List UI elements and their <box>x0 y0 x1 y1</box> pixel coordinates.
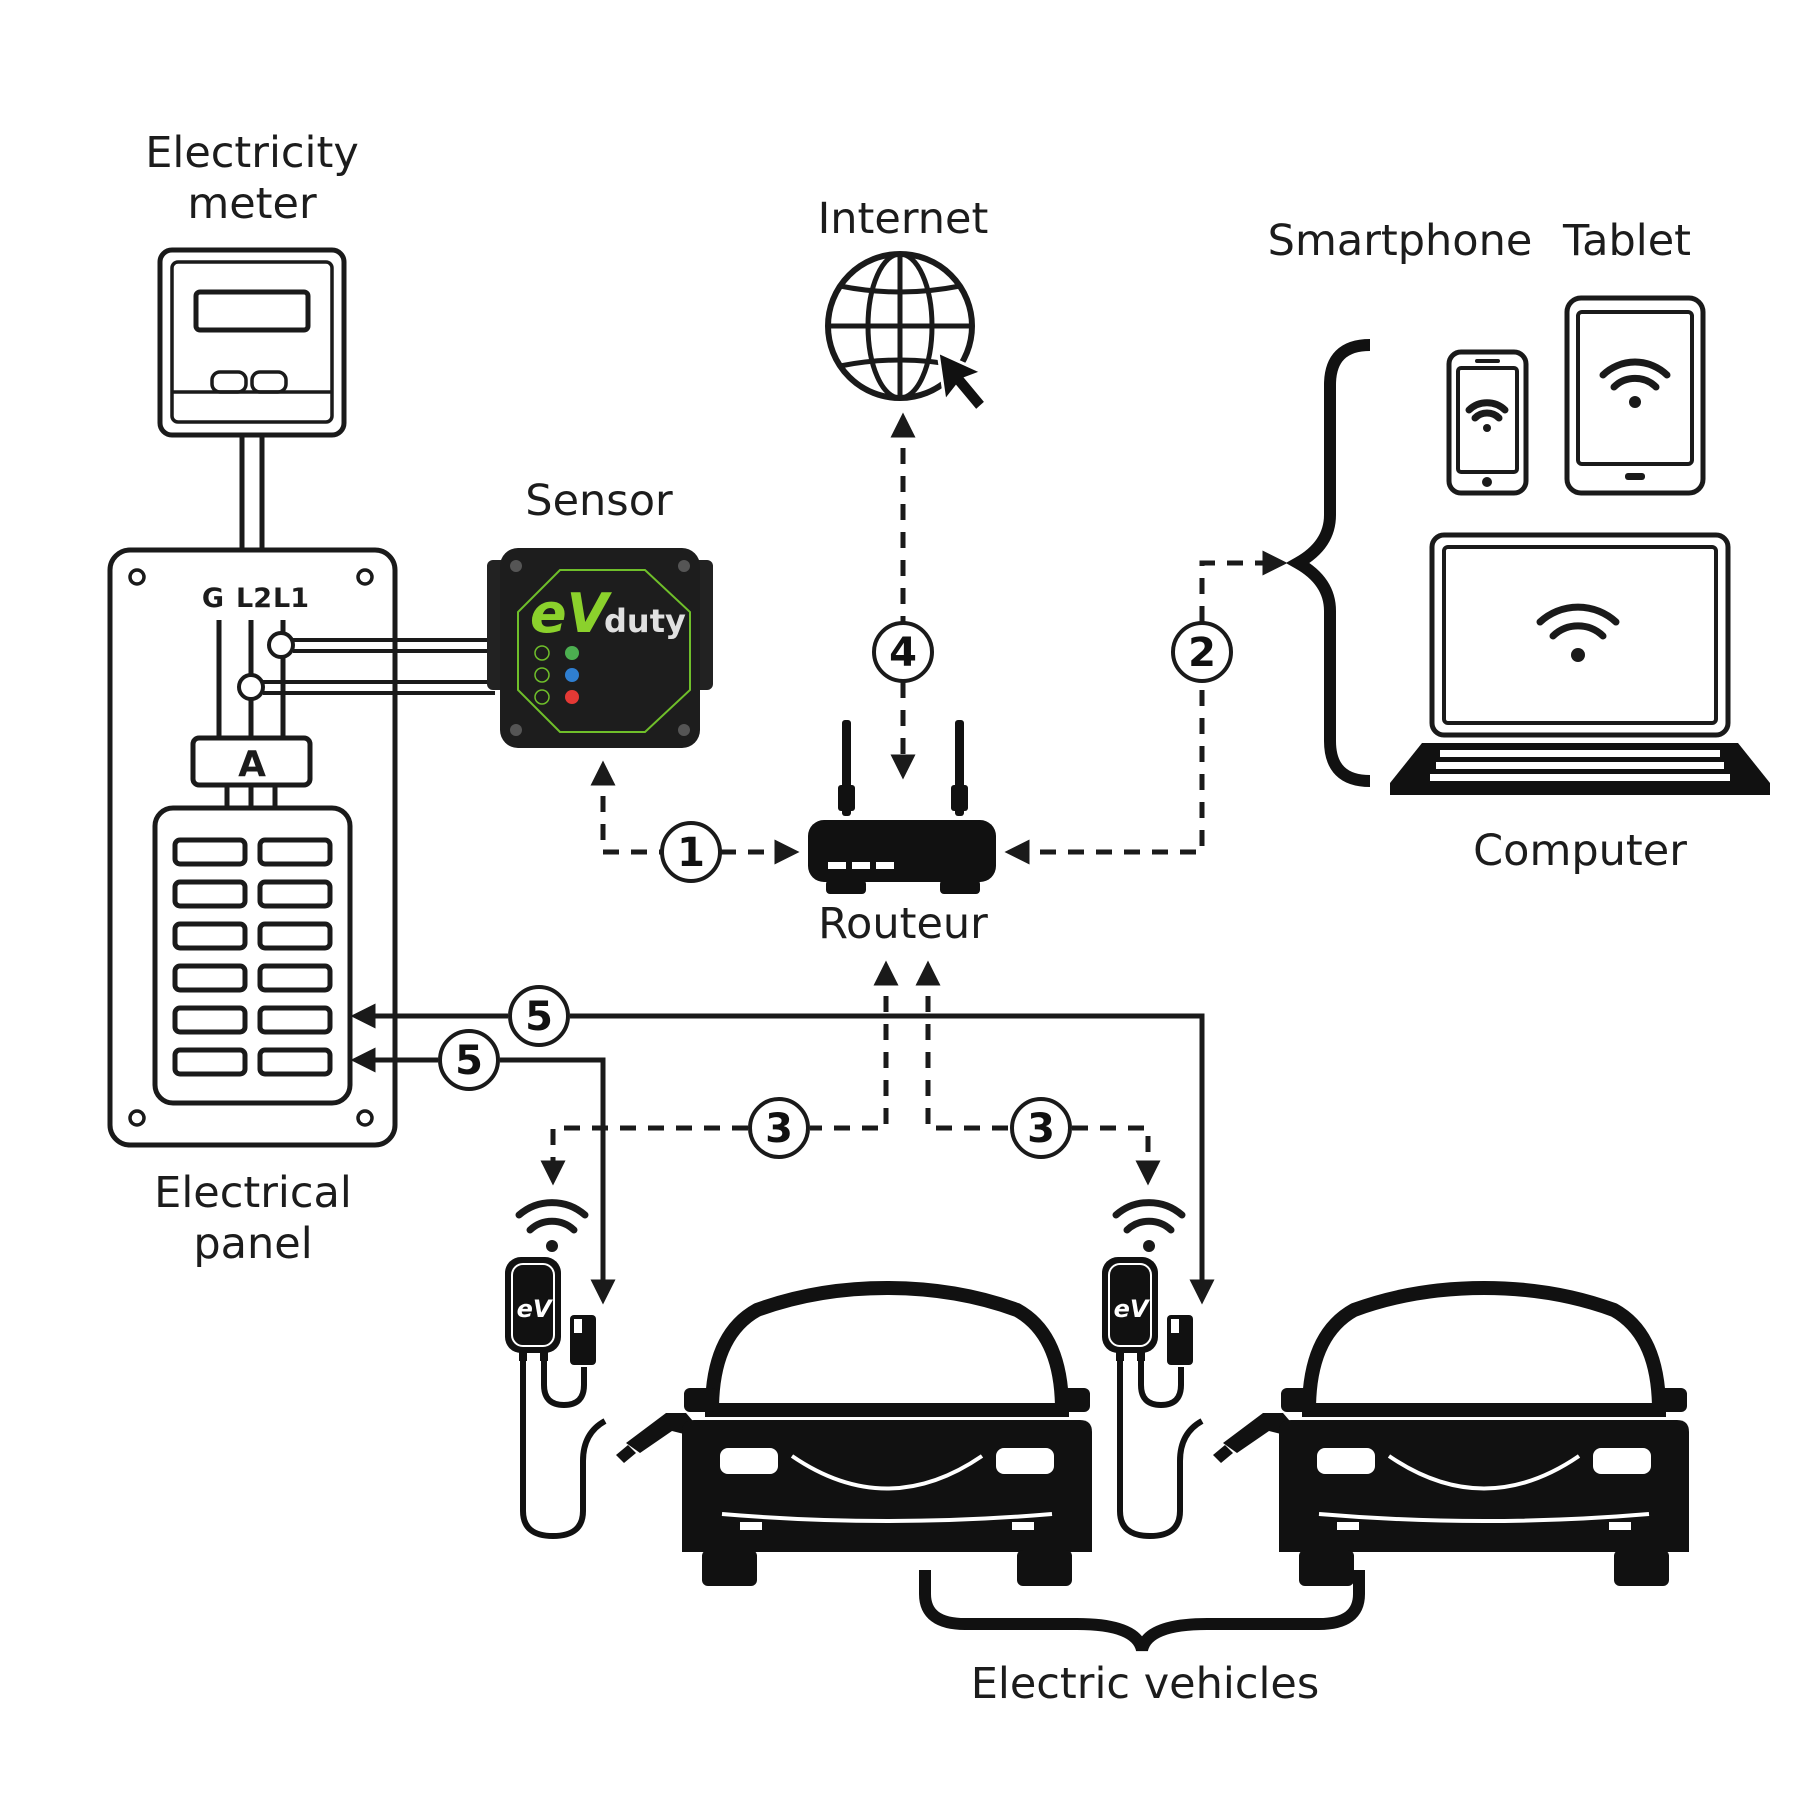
car-icon-left <box>682 1288 1092 1586</box>
tablet-label: Tablet <box>1562 216 1691 266</box>
terminal-l2-label: L2 <box>236 583 272 614</box>
router-icon <box>808 720 996 894</box>
charger-icon: eV <box>1102 1257 1202 1536</box>
electrical-panel-label-line2: panel <box>193 1219 312 1269</box>
electric-vehicles-label: Electric vehicles <box>971 1659 1320 1709</box>
step-badge-2: 2 <box>1171 621 1233 683</box>
wifi-icon <box>1599 358 1671 408</box>
svg-text:3: 3 <box>765 1106 793 1152</box>
electrical-panel: G L2 L1 A <box>107 547 398 1148</box>
wifi-icon <box>1465 399 1509 432</box>
electricity-meter-label-line1: Electricity <box>145 128 359 178</box>
step-badge-3-left: 3 <box>748 1097 810 1159</box>
connection-5-lower-line-b <box>500 1057 616 1305</box>
sensor-clamp-wires <box>263 638 495 695</box>
globe-icon <box>825 251 975 401</box>
electricity-meter <box>157 247 347 553</box>
computer-label: Computer <box>1473 826 1687 876</box>
svg-text:5: 5 <box>525 994 553 1040</box>
charger-left: eV <box>505 1199 698 1536</box>
car-icon-right <box>1279 1288 1689 1586</box>
main-breaker-label: A <box>238 744 266 785</box>
smartphone-icon <box>1446 349 1529 496</box>
connection-2-line-a <box>1004 682 1205 865</box>
sensor-device: eV duty <box>487 548 713 748</box>
connection-1-line-a <box>590 760 662 855</box>
sensor-logo-duty: duty <box>604 602 686 640</box>
step-badge-5-lower: 5 <box>438 1029 500 1091</box>
step-badge-1: 1 <box>660 821 722 883</box>
svg-text:1: 1 <box>677 830 705 876</box>
internet-label: Internet <box>818 194 989 244</box>
tablet-icon <box>1564 295 1706 496</box>
cursor-icon <box>936 349 989 414</box>
terminal-g-label: G <box>202 583 224 614</box>
connection-5-upper-line-b <box>570 1013 1215 1305</box>
charger-right: eV <box>1102 1199 1295 1536</box>
step-badge-5-upper: 5 <box>508 985 570 1047</box>
terminal-l1-label: L1 <box>273 583 309 614</box>
svg-text:3: 3 <box>1027 1106 1055 1152</box>
error-led <box>565 690 579 704</box>
connection-2-line-b <box>1199 550 1288 622</box>
connection-3-right-line-a <box>915 960 1010 1131</box>
sensor-logo-ev: eV <box>530 582 613 645</box>
vehicles-group-brace <box>919 1570 1365 1652</box>
wifi-icon <box>1536 603 1620 662</box>
router-label: Routeur <box>818 899 988 949</box>
svg-text:4: 4 <box>889 630 917 676</box>
svg-text:5: 5 <box>455 1038 483 1084</box>
connection-3-left-line-b <box>540 1125 748 1186</box>
charger-icon: eV <box>505 1257 605 1536</box>
wifi-icon <box>515 1199 589 1252</box>
step-badge-4: 4 <box>872 621 934 683</box>
computer-icon <box>1390 532 1770 795</box>
power-led <box>565 646 579 660</box>
electrical-panel-label-line1: Electrical <box>154 1168 352 1218</box>
connection-3-right-line-b <box>1072 1125 1161 1186</box>
svg-text:eV: eV <box>1114 1295 1151 1323</box>
electricity-meter-label-line2: meter <box>187 179 317 229</box>
device-group-brace <box>1285 339 1371 787</box>
breaker-slots <box>172 837 333 1077</box>
svg-text:eV: eV <box>517 1295 554 1323</box>
connection-3-left-line-a <box>810 960 899 1131</box>
svg-text:2: 2 <box>1188 630 1216 676</box>
smartphone-label: Smartphone <box>1268 216 1533 266</box>
network-led <box>565 668 579 682</box>
sensor-label: Sensor <box>525 476 673 526</box>
step-badge-3-right: 3 <box>1010 1097 1072 1159</box>
wifi-icon <box>1112 1199 1186 1252</box>
